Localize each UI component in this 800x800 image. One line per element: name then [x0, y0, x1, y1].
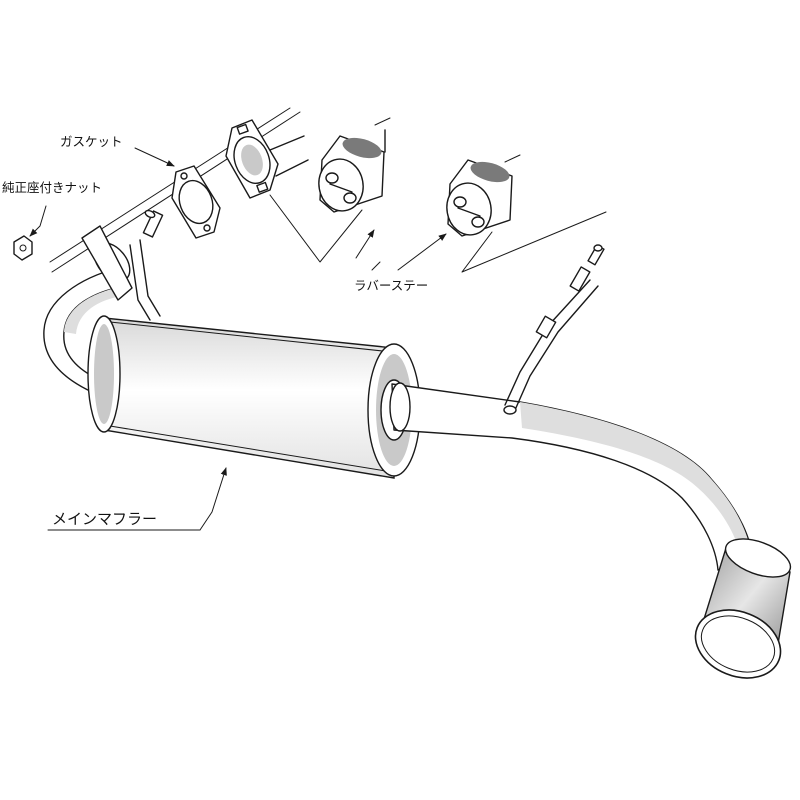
rear-hanger: [503, 244, 605, 415]
rubber-stay-label: ラバーステー: [354, 278, 428, 293]
rubber-stay-2: [446, 159, 513, 237]
tail-pipe: [389, 382, 753, 571]
tail-tip: [694, 538, 792, 679]
front-hanger: [129, 209, 164, 321]
leader-lines: [29, 147, 607, 531]
muffler-body: [87, 315, 421, 479]
gasket-part: [171, 165, 221, 239]
main-muffler-label: メインマフラー: [52, 510, 157, 528]
gasket-label: ガスケット: [60, 134, 123, 149]
nut-part: [13, 235, 33, 261]
labels: ガスケット 純正座付きナット ラバーステー メインマフラー: [2, 134, 428, 528]
rubber-stay-1: [318, 129, 386, 213]
mating-flange: [225, 119, 309, 199]
nut-label: 純正座付きナット: [2, 180, 102, 195]
